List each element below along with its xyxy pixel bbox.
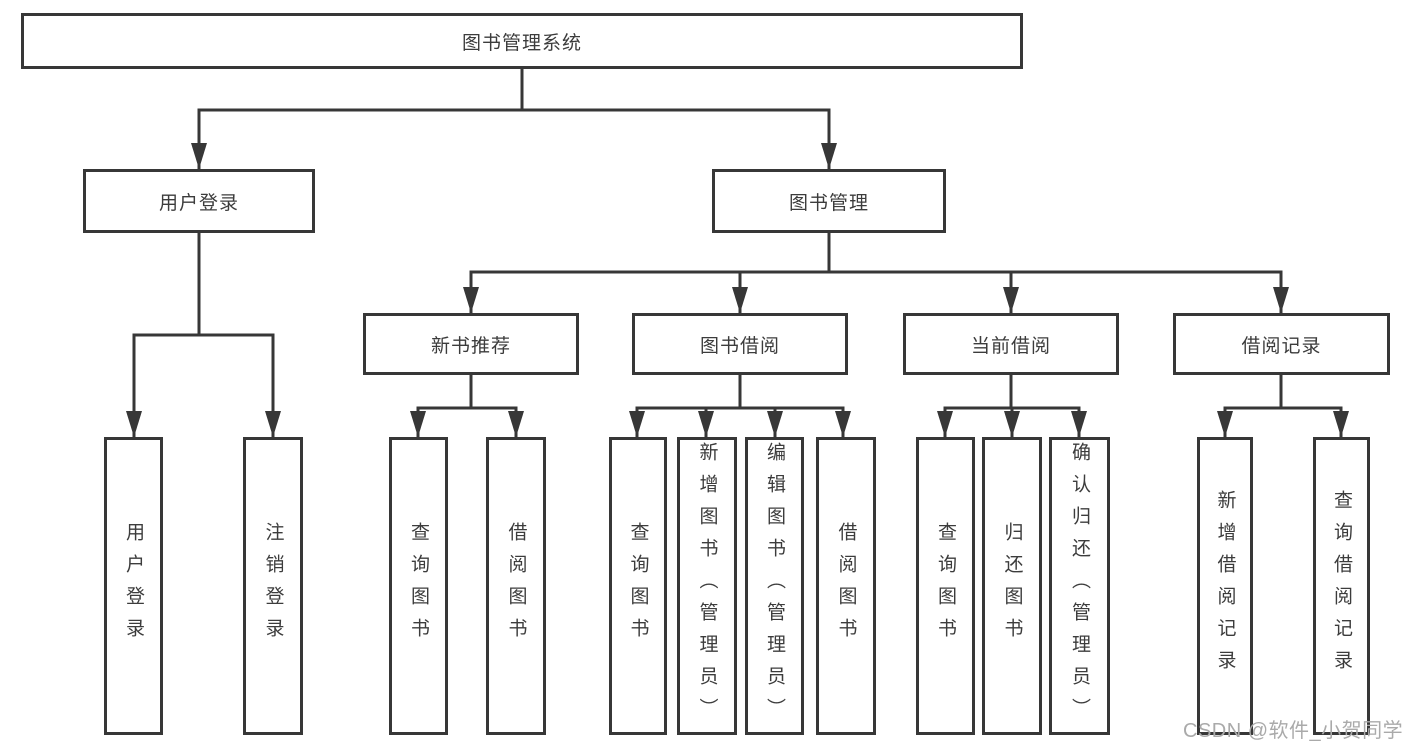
leaf-label: 查询图书 [408, 522, 429, 650]
leaf-query-books-1: 查询图书 [389, 437, 448, 735]
leaf-edit-book-admin: 编辑图书（管理员） [745, 437, 804, 735]
node-new-book-recommend: 新书推荐 [363, 313, 579, 375]
leaf-label: 用户登录 [123, 522, 144, 650]
csdn-watermark: CSDN @软件_小贺同学 [1183, 720, 1404, 742]
node-user-login: 用户登录 [83, 169, 315, 233]
leaf-borrow-books-1: 借阅图书 [486, 437, 546, 735]
leaf-label: 归还图书 [1001, 522, 1023, 650]
node-book-management: 图书管理 [712, 169, 946, 233]
leaf-return-book: 归还图书 [982, 437, 1042, 735]
leaf-label: 确认归还（管理员） [1069, 442, 1090, 730]
leaf-label: 新增借阅记录 [1214, 490, 1236, 682]
leaf-label: 编辑图书（管理员） [764, 442, 785, 730]
leaf-query-books-2: 查询图书 [609, 437, 667, 735]
leaf-user-login: 用户登录 [104, 437, 163, 735]
node-book-borrow: 图书借阅 [632, 313, 848, 375]
leaf-label: 注销登录 [262, 522, 284, 650]
node-borrow-record: 借阅记录 [1173, 313, 1390, 375]
leaf-query-borrow-record: 查询借阅记录 [1313, 437, 1370, 735]
leaf-add-book-admin: 新增图书（管理员） [677, 437, 737, 735]
leaf-logout: 注销登录 [243, 437, 303, 735]
branch-bars [132, 67, 1343, 410]
leaf-query-books-3: 查询图书 [916, 437, 975, 735]
leaf-label: 新增图书（管理员） [696, 442, 718, 730]
leaf-label: 查询图书 [627, 522, 649, 650]
leaf-confirm-return-admin: 确认归还（管理员） [1049, 437, 1110, 735]
leaf-label: 借阅图书 [505, 522, 527, 650]
leaf-label: 查询图书 [935, 522, 956, 650]
node-current-borrow: 当前借阅 [903, 313, 1119, 375]
leaf-label: 查询借阅记录 [1331, 490, 1352, 682]
leaf-add-borrow-record: 新增借阅记录 [1197, 437, 1253, 735]
leaf-borrow-books-2: 借阅图书 [816, 437, 876, 735]
node-library-management-system: 图书管理系统 [21, 13, 1023, 69]
leaf-label: 借阅图书 [835, 522, 857, 650]
